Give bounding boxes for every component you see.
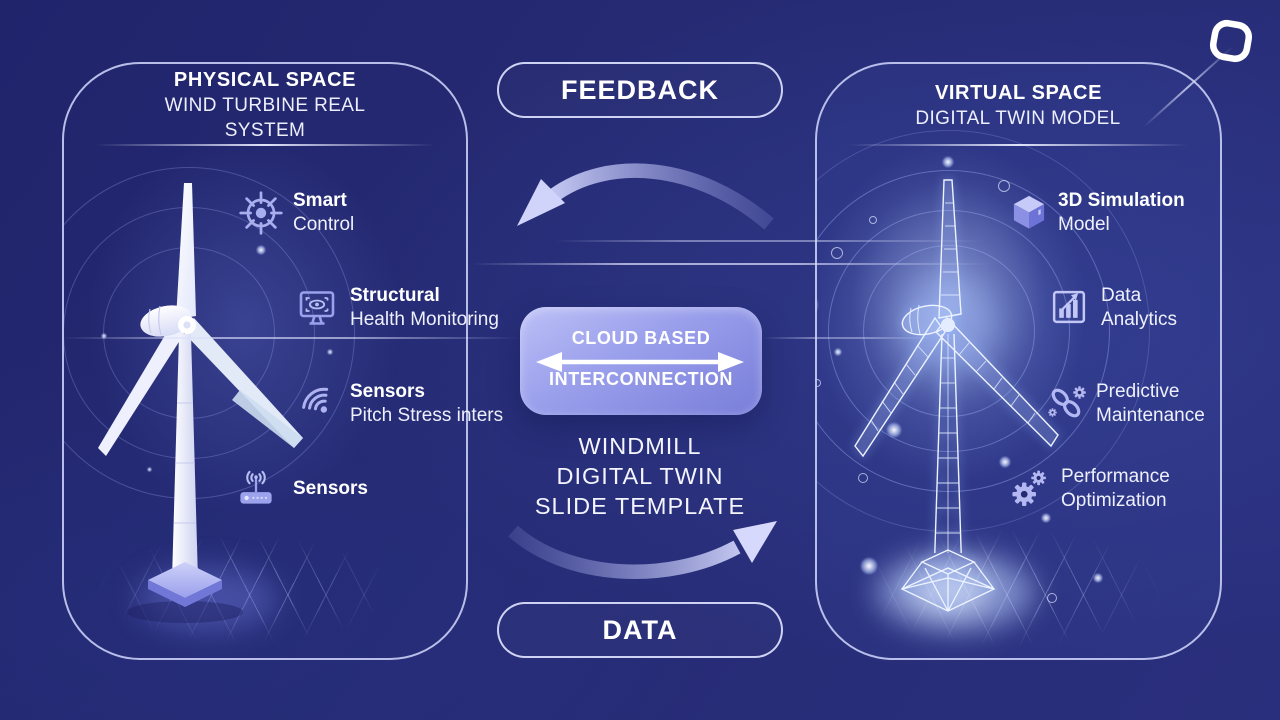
ring-dot	[815, 379, 821, 387]
feature-subtitle: Model	[1058, 213, 1110, 235]
data-label: DATA	[602, 614, 678, 645]
glow-dot	[1041, 513, 1051, 523]
connector-line	[62, 337, 520, 339]
physical-space-panel-border	[62, 62, 468, 660]
ring-dot	[869, 216, 877, 224]
chain-gear-icon	[1048, 386, 1086, 418]
curved-arrow-feedback-icon	[517, 163, 774, 230]
router-icon	[240, 470, 272, 504]
feature-title: Data	[1101, 285, 1142, 306]
connector-line	[762, 337, 932, 339]
grid-floor	[90, 535, 400, 655]
glow-dot	[886, 422, 902, 438]
feature-subtitle: Pitch Stress inters	[350, 404, 504, 426]
feature-subtitle: Analytics	[1101, 308, 1178, 330]
feature-item-3d-simulation: 3D Simulation Model	[1058, 189, 1185, 236]
feature-subtitle: Optimization	[1061, 489, 1167, 511]
virtual-space-panel-body	[815, 62, 1222, 660]
panel-title: VIRTUAL SPACE	[934, 82, 1103, 104]
gears-icon	[1012, 470, 1046, 507]
feature-title: 3D Simulation	[1058, 190, 1185, 211]
ring-dot	[858, 473, 868, 483]
ship-wheel-icon	[239, 191, 283, 235]
connector-line	[470, 263, 990, 265]
feature-subtitle: Health Monitoring	[350, 308, 499, 330]
feature-title: Structural	[350, 285, 440, 306]
feedback-label: FEEDBACK	[560, 74, 719, 105]
slide-caption: WINDMILL DIGITAL TWIN SLIDE TEMPLATE	[515, 431, 765, 521]
ring-dot	[1047, 593, 1057, 603]
slidemodel-logo-icon	[1209, 19, 1253, 63]
feature-item-data-analytics: Data Analytics	[1101, 284, 1177, 331]
curved-arrow-data-icon	[508, 521, 777, 580]
wireframe-turbine-illustration	[854, 179, 1059, 612]
feature-item-performance-optimization: Performance Optimization	[1061, 465, 1170, 512]
glow-dot	[101, 333, 107, 339]
header-divider	[848, 144, 1188, 146]
ring-dot	[831, 247, 843, 259]
feature-title: Predictive	[1096, 381, 1180, 402]
feature-title: Smart	[293, 190, 347, 211]
cloud-box-line2: INTERCONNECTION	[549, 369, 733, 389]
glow-dot	[256, 245, 266, 255]
feature-title: Performance	[1061, 466, 1170, 487]
glow-dot	[834, 348, 842, 356]
feature-item-structural-health: Structural Health Monitoring	[350, 284, 499, 331]
caption-line-1: WINDMILL	[578, 433, 702, 459]
feature-subtitle: Control	[293, 213, 355, 235]
monitor-eye-icon	[299, 291, 335, 325]
glow-dot	[147, 467, 152, 472]
wifi-signal-icon	[302, 387, 329, 413]
feature-title: Sensors	[293, 478, 368, 499]
glow-dot	[860, 557, 878, 575]
glow-dot	[942, 156, 954, 168]
header-divider	[95, 144, 435, 146]
feature-item-sensors-pitch: Sensors Pitch Stress inters	[350, 380, 503, 427]
feature-title: Sensors	[350, 381, 425, 402]
bar-chart-icon	[1052, 290, 1086, 324]
double-arrow-icon	[536, 352, 744, 372]
panel-title: PHYSICAL SPACE	[173, 69, 357, 91]
glow-dot	[999, 456, 1011, 468]
connector-line	[555, 240, 985, 242]
panel-subtitle: WIND TURBINE REAL SYSTEM	[164, 95, 366, 141]
physical-space-panel-body	[62, 62, 468, 660]
glow-dot	[815, 294, 819, 316]
ring-dot	[998, 180, 1010, 192]
feature-item-smart-control: Smart Control	[293, 189, 354, 236]
feedback-pill: FEEDBACK	[497, 62, 783, 118]
wind-turbine-illustration	[98, 183, 303, 623]
virtual-space-panel-border	[815, 62, 1222, 660]
panel-subtitle: DIGITAL TWIN MODEL	[915, 108, 1121, 129]
data-pill: DATA	[497, 602, 783, 658]
feature-subtitle: Maintenance	[1096, 404, 1205, 426]
cloud-box-line1: CLOUD BASED	[571, 328, 711, 348]
feature-item-sensors: Sensors	[293, 477, 368, 501]
glow-dot	[1093, 573, 1103, 583]
glow-dot	[327, 349, 333, 355]
feature-item-predictive-maintenance: Predictive Maintenance	[1096, 380, 1205, 427]
caption-line-3: SLIDE TEMPLATE	[534, 493, 746, 519]
base-glow-core	[910, 567, 990, 613]
cube-3d-icon	[1013, 195, 1045, 229]
caption-line-2: DIGITAL TWIN	[556, 463, 724, 489]
